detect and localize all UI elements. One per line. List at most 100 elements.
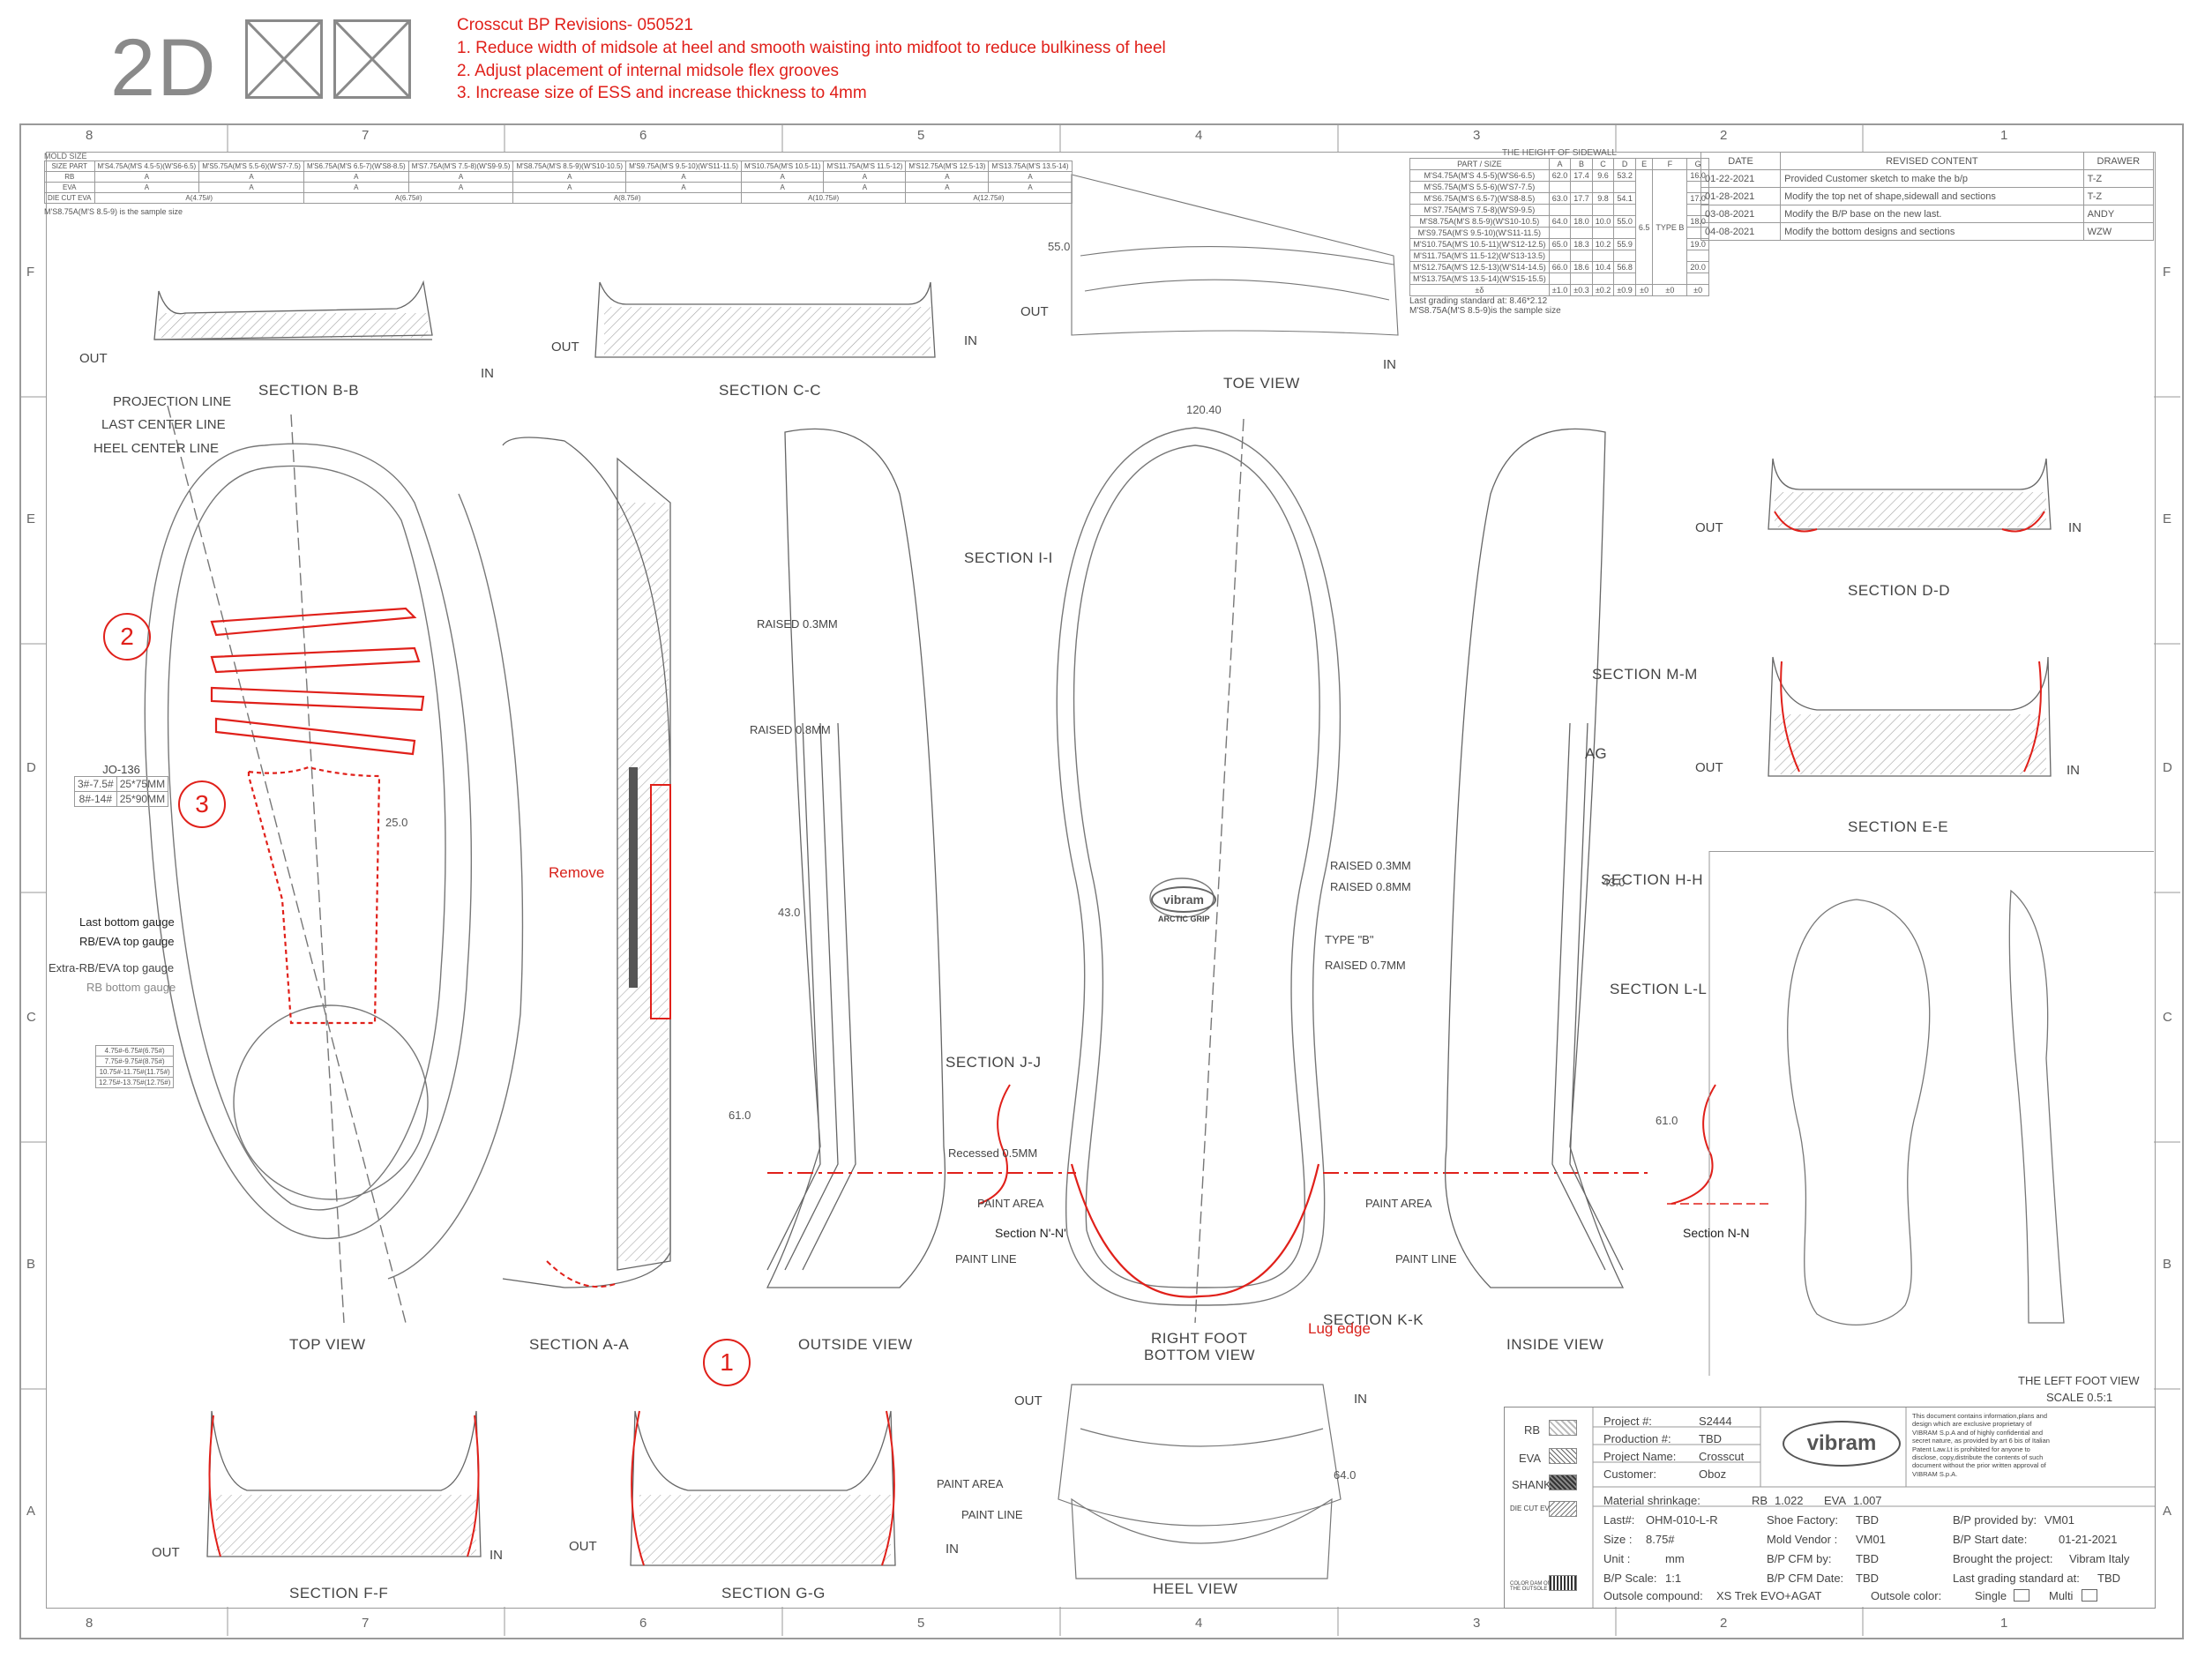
production: TBD <box>1699 1432 1722 1445</box>
sidewall-size-label: PART / SIZE <box>1409 158 1550 170</box>
out-label: OUT <box>569 1539 597 1554</box>
sidewall-cell: 56.8 <box>1613 261 1636 273</box>
color-dam-swatch <box>1549 1575 1577 1591</box>
paint-line-outside: PAINT LINE <box>955 1252 1017 1266</box>
sidewall-tolerance-label: ±δ <box>1409 284 1550 296</box>
in-label: IN <box>2068 520 2082 535</box>
sidewall-size: M'S5.75A(M'S 5.5-6)(W'S7-7.5) <box>1409 181 1550 193</box>
last: OHM-010-L-R <box>1646 1513 1718 1527</box>
sidewall-note-2: M'S8.75A(M'S 8.5-9)is the sample size <box>1409 306 1561 316</box>
vendor: VM01 <box>1856 1533 1886 1546</box>
shrinkage-rb-label: RB <box>1752 1494 1768 1507</box>
zone-col-5-bottom: 5 <box>917 1616 925 1631</box>
section-ii-label: SECTION I-I <box>964 549 1053 566</box>
unit-label: Unit : <box>1603 1552 1631 1565</box>
sidewall-tolerance: ±0 <box>1652 284 1688 296</box>
zone-col-1: 1 <box>2000 128 2008 143</box>
revision-note-1: 1. Reduce width of midsole at heel and s… <box>457 39 1166 57</box>
dim-overall-width: 120.40 <box>1186 403 1222 416</box>
revision-date: 04-08-2021 <box>1700 222 1782 241</box>
jo-cell: 25*75MM <box>116 776 169 792</box>
in-label: IN <box>2067 763 2080 778</box>
sidewall-cell-e: 6.5 <box>1634 169 1654 285</box>
zone-row-e-right: E <box>2163 511 2172 526</box>
sidewall-cell: 63.0 <box>1548 192 1572 205</box>
sidewall-tolerance: ±0 <box>1634 284 1654 296</box>
out-label: OUT <box>1695 760 1723 775</box>
extra-gauge-label: Extra-RB/EVA top gauge <box>49 961 175 974</box>
sidewall-size: M'S11.75A(M'S 11.5-12)(W'S13-13.5) <box>1409 250 1550 262</box>
mold-cell: A <box>93 182 200 193</box>
diecut-swatch <box>1549 1501 1577 1517</box>
sidewall-size: M'S12.75A(M'S 12.5-13)(W'S14-14.5) <box>1409 261 1550 273</box>
brought: Vibram Italy <box>2069 1552 2130 1565</box>
dim-heel-width: 64.0 <box>1334 1468 1357 1482</box>
grading: TBD <box>2097 1572 2120 1585</box>
multi-label: Multi <box>2049 1589 2074 1602</box>
rb-swatch <box>1549 1420 1577 1436</box>
sidewall-cell: 65.0 <box>1548 238 1572 250</box>
mold-cell: A(6.75#) <box>303 192 514 204</box>
dim-side-height-right: 61.0 <box>1656 1114 1678 1127</box>
cfm-date: TBD <box>1856 1572 1879 1585</box>
inside-view-label: INSIDE VIEW <box>1506 1336 1604 1353</box>
section-ff-label: SECTION F-F <box>289 1585 389 1602</box>
multi-checkbox[interactable] <box>2082 1589 2097 1602</box>
jo-cell: 8#-14# <box>74 791 117 807</box>
mold-row-label: RB <box>44 171 95 183</box>
zone-row-b-right: B <box>2163 1257 2172 1272</box>
size: 8.75# <box>1646 1533 1675 1546</box>
single-checkbox[interactable] <box>2014 1589 2029 1602</box>
mold-size-col: M'S7.75A(M'S 7.5-8)(W'S9-9.5) <box>407 161 514 172</box>
mold-size-col: M'S9.75A(M'S 9.5-10)(W'S11-11.5) <box>625 161 742 172</box>
production-label: Production #: <box>1603 1432 1671 1445</box>
out-label: OUT <box>1014 1393 1043 1408</box>
section-aa-label: SECTION A-A <box>529 1336 630 1353</box>
zone-col-3: 3 <box>1473 128 1481 143</box>
revision-content: Modify the bottom designs and sections <box>1780 222 2084 241</box>
mold-cell: A <box>988 171 1073 183</box>
mold-cell: A(4.75#) <box>93 192 304 204</box>
sidewall-cell: 17.7 <box>1570 192 1593 205</box>
shank-swatch <box>1549 1475 1577 1490</box>
mold-size-col: M'S4.75A(M'S 4.5-5)(W'S6-6.5) <box>93 161 200 172</box>
revision-header: REVISED CONTENT <box>1780 152 2084 170</box>
ag-label: AG <box>1585 745 1607 762</box>
section-hh-label: SECTION H-H <box>1601 871 1703 888</box>
section-jj-label: SECTION J-J <box>946 1054 1042 1071</box>
title-block-grid <box>1592 1407 2155 1608</box>
revision-content: Modify the B/P base on the new last. <box>1780 205 2084 223</box>
revision-date: 01-28-2021 <box>1700 187 1782 205</box>
zone-row-d-right: D <box>2163 760 2172 775</box>
zone-col-2: 2 <box>1720 128 1728 143</box>
grading-label: Last grading standard at: <box>1953 1572 2080 1585</box>
dim-43-right: 43.0 <box>1603 876 1626 889</box>
sidewall-cell: 66.0 <box>1548 261 1572 273</box>
provided-label: B/P provided by: <box>1953 1513 2037 1527</box>
mold-size-header: SIZE PART <box>44 161 95 172</box>
legend-diecut: DIE CUT EVA <box>1510 1505 1554 1512</box>
mold-size-col: M'S6.75A(M'S 6.5-7)(W'S8-8.5) <box>303 161 409 172</box>
in-label: IN <box>1383 357 1396 372</box>
sidewall-cell: 55.0 <box>1613 215 1636 228</box>
drawing-outer-frame <box>19 123 2184 1639</box>
last-bottom-gauge-label: Last bottom gauge <box>79 915 175 929</box>
mold-cell: A <box>823 171 907 183</box>
revision-drawer: ANDY <box>2082 205 2155 223</box>
zone-row-c-right: C <box>2163 1010 2172 1025</box>
mold-size-table: MOLD SIZE SIZE PART M'S4.75A(M'S 4.5-5)(… <box>44 152 1073 216</box>
cfm-date-label: B/P CFM Date: <box>1767 1572 1844 1585</box>
heel-view-label: HEEL VIEW <box>1153 1580 1238 1597</box>
sidewall-cell: 55.9 <box>1613 238 1636 250</box>
sidewall-letter: B <box>1570 158 1593 170</box>
legend-eva: EVA <box>1519 1452 1542 1465</box>
sidewall-size: M'S7.75A(M'S 7.5-8)(W'S9-9.5) <box>1409 204 1550 216</box>
project-no: S2444 <box>1699 1415 1732 1428</box>
revision-header: DATE <box>1700 152 1782 170</box>
sidewall-cell: 9.8 <box>1591 192 1615 205</box>
mold-cell: A(12.75#) <box>905 192 1073 204</box>
projection-line-label: PROJECTION LINE <box>113 394 232 409</box>
